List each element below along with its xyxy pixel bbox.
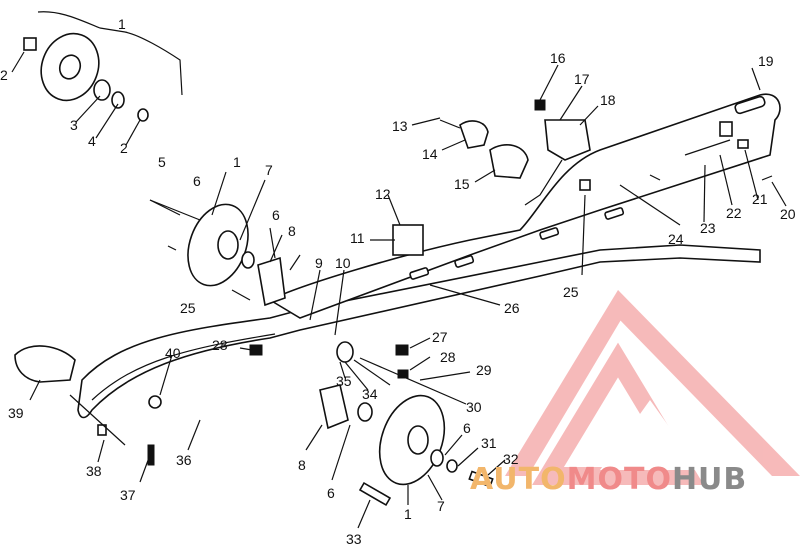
- callout-12: 12: [375, 186, 391, 202]
- callout-31: 31: [481, 435, 497, 451]
- callout-7: 7: [437, 498, 445, 514]
- callout-26: 26: [504, 300, 520, 316]
- callout-32: 32: [503, 451, 519, 467]
- idler-wheel-top: [23, 32, 149, 122]
- callout-22: 22: [726, 205, 742, 221]
- callout-17: 17: [574, 71, 590, 87]
- idler-wheel-mid: [149, 199, 286, 307]
- callout-1: 1: [404, 506, 412, 522]
- callout-labels: 1 2 3 4 2 5 6 1 7 6 8 9 10 11 12 13 14 1…: [0, 16, 796, 546]
- callout-28: 28: [212, 337, 228, 353]
- callout-14: 14: [422, 146, 438, 162]
- callout-25: 25: [563, 284, 579, 300]
- leader-lines: [11, 11, 787, 529]
- callout-30: 30: [466, 399, 482, 415]
- callout-2: 2: [0, 67, 8, 83]
- callout-11: 11: [350, 230, 365, 246]
- callout-24: 24: [668, 231, 684, 247]
- callout-37: 37: [120, 487, 136, 503]
- callout-33: 33: [346, 531, 362, 546]
- hardware-parts: [14, 99, 773, 466]
- callout-2: 2: [120, 140, 128, 156]
- callout-27: 27: [432, 329, 448, 345]
- callout-34: 34: [362, 386, 378, 402]
- callout-6: 6: [463, 420, 471, 436]
- callout-8: 8: [298, 457, 306, 473]
- watermark-logo: [505, 290, 800, 485]
- callout-5: 5: [158, 154, 166, 170]
- callout-21: 21: [752, 191, 768, 207]
- watermark-part-auto: AUTO: [470, 462, 567, 497]
- callout-9: 9: [315, 255, 323, 271]
- callout-13: 13: [392, 118, 408, 134]
- callout-19: 19: [758, 53, 774, 69]
- callout-16: 16: [550, 50, 566, 66]
- callout-3: 3: [70, 117, 78, 133]
- callout-38: 38: [86, 463, 102, 479]
- callout-1: 1: [118, 16, 126, 32]
- callout-20: 20: [780, 206, 796, 222]
- callout-35: 35: [336, 373, 352, 389]
- callout-6: 6: [327, 485, 335, 501]
- idler-wheel-lower: [319, 384, 494, 507]
- callout-29: 29: [476, 362, 492, 378]
- callout-6: 6: [272, 207, 280, 223]
- callout-23: 23: [700, 220, 716, 236]
- watermark-brand-text: AUTOMOTOHUB: [470, 462, 747, 497]
- callout-18: 18: [600, 92, 616, 108]
- callout-25: 25: [180, 300, 196, 316]
- callout-1: 1: [233, 154, 241, 170]
- callout-8: 8: [288, 223, 296, 239]
- callout-4: 4: [88, 133, 96, 149]
- callout-6: 6: [193, 173, 201, 189]
- callout-40: 40: [165, 345, 181, 361]
- callout-28: 28: [440, 349, 456, 365]
- callout-39: 39: [8, 405, 24, 421]
- watermark-part-moto: MOTO: [566, 462, 672, 497]
- watermark-part-hub: HUB: [671, 462, 748, 497]
- callout-10: 10: [335, 255, 351, 271]
- slide-rail-left: [77, 244, 761, 419]
- rail-bolt: [148, 395, 162, 409]
- callout-7: 7: [265, 162, 273, 178]
- callout-15: 15: [454, 176, 470, 192]
- slide-rail-right: [268, 93, 781, 319]
- callout-36: 36: [176, 452, 192, 468]
